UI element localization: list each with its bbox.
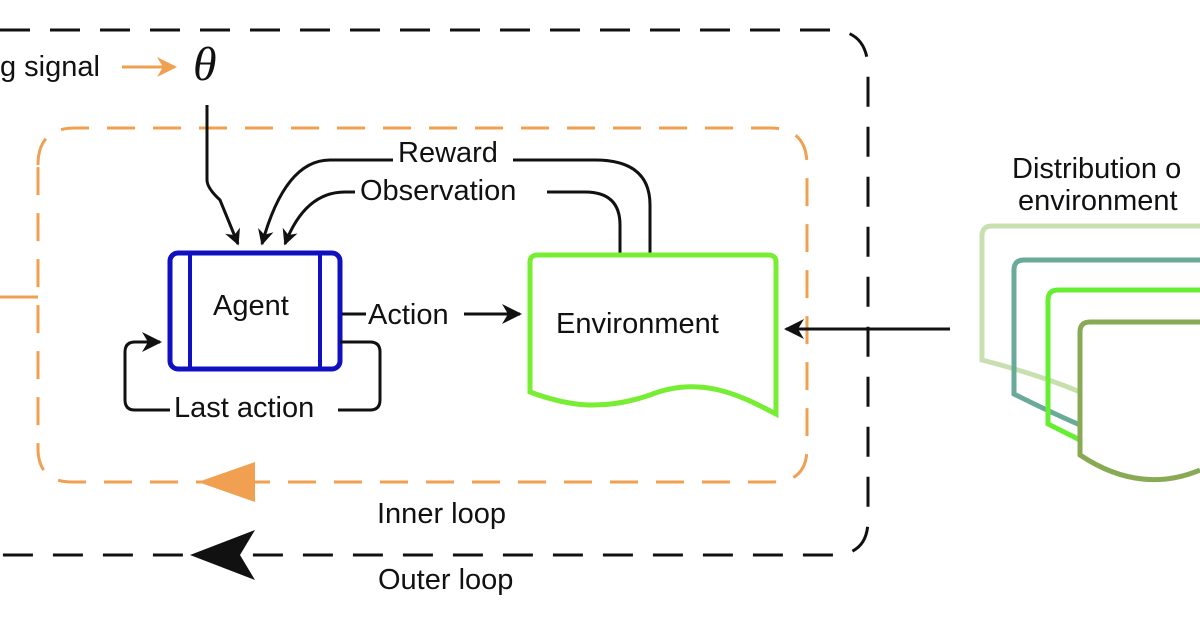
theta-symbol: θ — [193, 38, 217, 91]
outer-loop-arrow — [190, 530, 255, 580]
distribution-label-line2: environment — [1018, 185, 1178, 217]
environment-stack — [979, 223, 1200, 483]
agent-label: Agent — [213, 290, 289, 322]
signal-label: g signal — [0, 51, 100, 83]
inner-loop-label: Inner loop — [377, 498, 506, 530]
observation-label: Observation — [360, 175, 516, 207]
reward-arrow — [258, 158, 652, 255]
agent-box — [167, 250, 343, 372]
distribution-label-line1: Distribution o — [1012, 153, 1181, 185]
environment-shape — [527, 252, 779, 419]
outer-loop-label: Outer loop — [378, 564, 513, 596]
environment-label: Environment — [556, 308, 719, 340]
observation-arrow — [282, 190, 622, 255]
reward-label: Reward — [398, 137, 498, 169]
inner-loop-arrow — [198, 462, 255, 502]
action-label: Action — [368, 299, 449, 331]
last-action-label: Last action — [174, 392, 314, 424]
theta-to-agent-arrow — [205, 105, 240, 246]
